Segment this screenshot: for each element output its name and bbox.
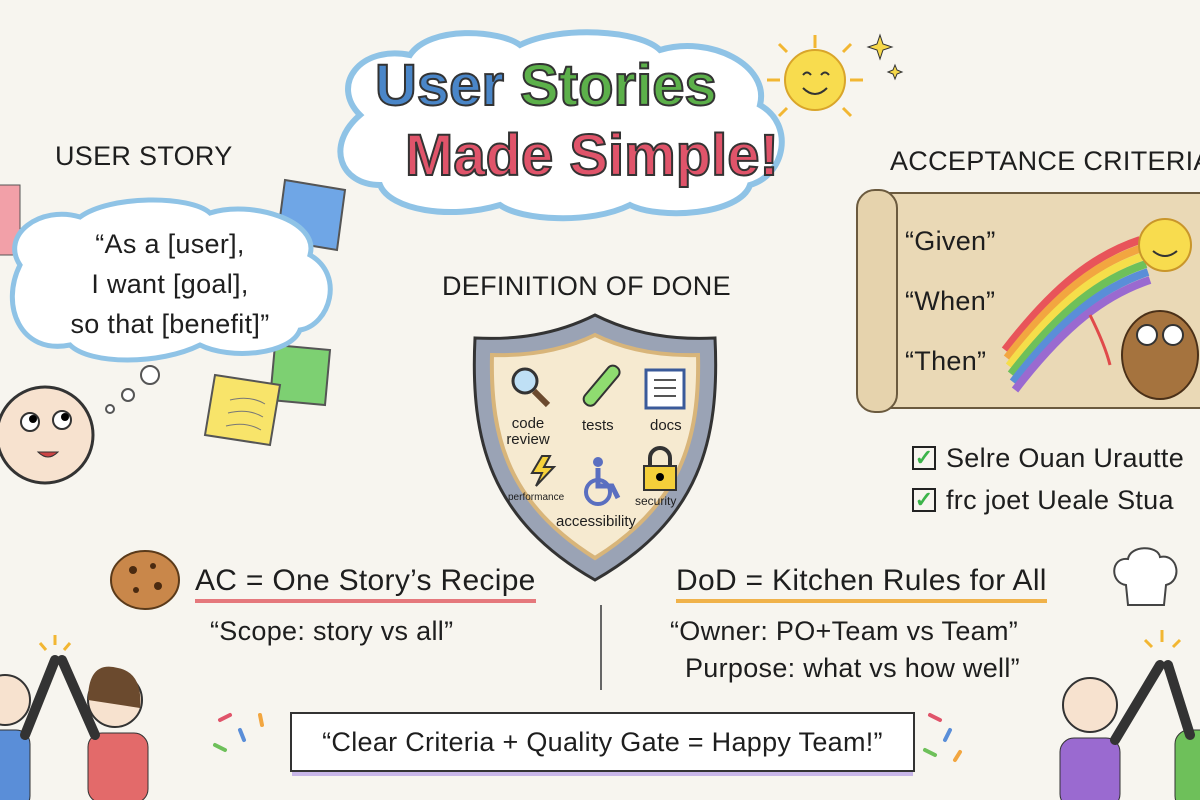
ac-definition: AC = One Story’s Recipe (195, 563, 536, 603)
dod-item-label: code review (506, 415, 550, 448)
title-line-1: User Stories (374, 53, 718, 119)
wheelchair-icon (584, 457, 621, 506)
dod-definition: DoD = Kitchen Rules for All (676, 563, 1047, 603)
ac-step-then: “Then” (905, 346, 987, 376)
checkbox-checked-icon: ✓ (912, 446, 936, 470)
dod-item-label: tests (582, 417, 614, 434)
title-cloud (337, 29, 785, 222)
padlock-icon (643, 446, 677, 491)
lightning-icon (530, 455, 557, 487)
dod-item-label: performance (508, 492, 565, 503)
dod-item-label: docs (650, 417, 682, 434)
title-stories: Stories (519, 53, 718, 119)
high-five-people-right (1059, 630, 1200, 800)
template-line: “As a [user], (95, 229, 245, 259)
checklist-text: Selre Ouan Urautte (946, 443, 1185, 473)
sticky-notes (0, 178, 347, 447)
confetti (213, 713, 962, 762)
thinking-face-icon (0, 385, 95, 485)
dod-heading: DEFINITION OF DONE (442, 271, 731, 301)
divider (600, 605, 602, 690)
magnifier-icon (511, 367, 551, 408)
ac-step-given: “Given” (905, 226, 996, 256)
checklist-text: frc joet Ueale Stua (946, 485, 1174, 515)
user-story-template: “As a [user], I want [goal], so that [be… (30, 224, 310, 344)
template-line: so that [benefit]” (70, 309, 270, 339)
high-five-people-left (0, 635, 149, 800)
dod-item-label: security (635, 494, 677, 508)
checklist-item: ✓ frc joet Ueale Stua (912, 482, 1174, 518)
title-user: User (374, 53, 505, 119)
ac-step-when: “When” (905, 286, 996, 316)
ac-scope-note: “Scope: story vs all” (210, 616, 454, 646)
test-tube-icon (582, 364, 621, 407)
checklist-item: ✓ Selre Ouan Urautte (912, 440, 1184, 476)
user-story-heading: USER STORY (55, 141, 233, 171)
sun-icon (767, 33, 904, 118)
dod-item-label: accessibility (556, 513, 637, 530)
thought-cloud (9, 197, 333, 414)
cookie-icon (110, 550, 180, 610)
purpose-note: Purpose: what vs how well” (685, 653, 1020, 683)
book-icon (644, 368, 686, 410)
title-line-2: Made Simple! (404, 123, 780, 189)
ac-heading: ACCEPTANCE CRITERIA (890, 146, 1200, 176)
scroll-parchment (856, 189, 1200, 413)
template-line: I want [goal], (91, 269, 249, 299)
owner-note: “Owner: PO+Team vs Team” (670, 616, 1019, 646)
chef-hat-icon (1113, 547, 1178, 606)
summary-banner: “Clear Criteria + Quality Gate = Happy T… (290, 712, 915, 772)
checkbox-checked-icon: ✓ (912, 488, 936, 512)
